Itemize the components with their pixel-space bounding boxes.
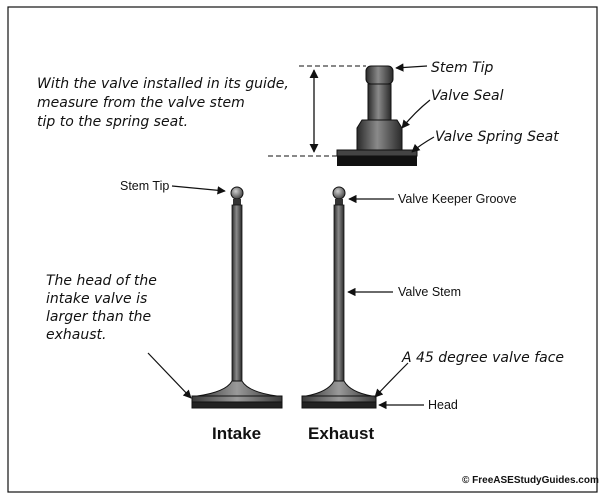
label-valve-seal: Valve Seal	[431, 88, 504, 104]
installed-valve-assembly	[336, 65, 418, 166]
copyright: © FreeASEStudyGuides.com	[462, 475, 599, 486]
border	[7, 6, 598, 493]
note-line-2: intake valve is	[46, 291, 147, 307]
note-line-3: larger than the	[46, 309, 151, 325]
label-stem-tip: Stem Tip	[120, 179, 169, 193]
caption-intake: Intake	[212, 424, 261, 443]
label-valve-keeper-groove: Valve Keeper Groove	[398, 192, 517, 206]
label-valve-stem: Valve Stem	[398, 285, 461, 299]
label-stem-tip-top: Stem Tip	[431, 60, 494, 76]
instruction-line-3: tip to the spring seat.	[37, 114, 188, 130]
note-line-1: The head of the	[46, 273, 157, 289]
caption-exhaust: Exhaust	[308, 424, 374, 443]
instruction-line-2: measure from the valve stem	[37, 95, 245, 111]
measurement-guides	[268, 65, 366, 157]
label-valve-face: A 45 degree valve face	[401, 350, 564, 366]
label-valve-spring-seat: Valve Spring Seat	[435, 129, 559, 145]
note-line-4: exhaust.	[46, 327, 106, 343]
instruction-line-1: With the valve installed in its guide,	[37, 76, 289, 92]
label-head: Head	[428, 398, 458, 412]
exhaust-valve	[301, 186, 377, 409]
intake-valve	[191, 186, 283, 409]
